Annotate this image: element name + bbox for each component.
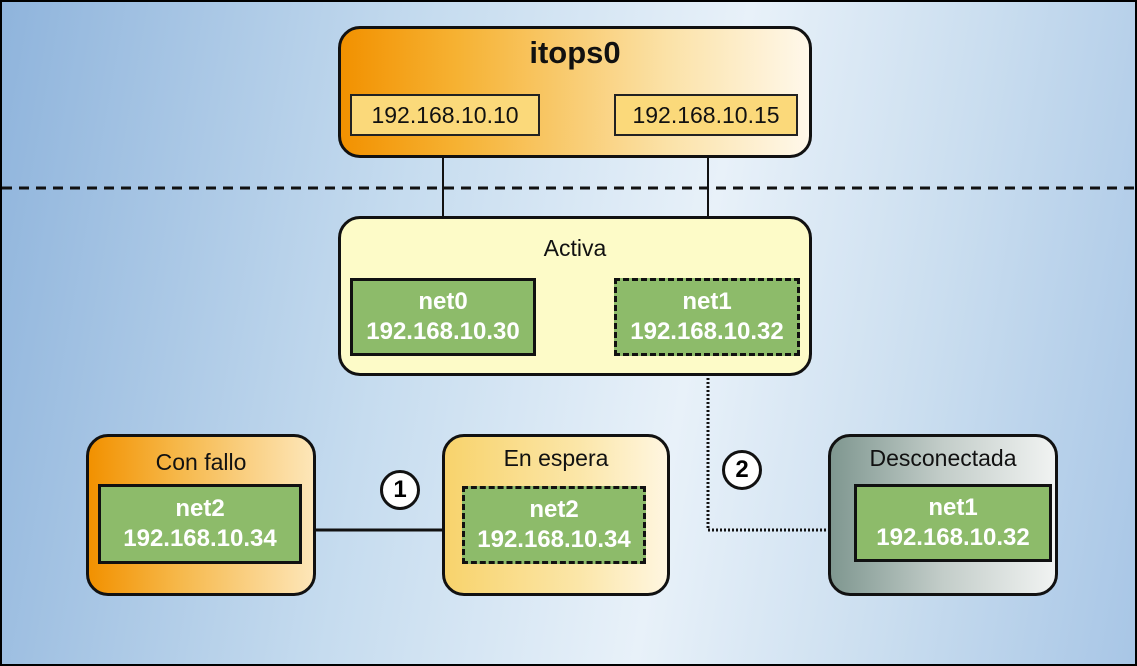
nic-name: net2 <box>529 496 579 523</box>
nic-ip: 192.168.10.32 <box>630 318 784 345</box>
nic-net1: net1 192.168.10.32 <box>614 278 800 356</box>
itops-title: itops0 <box>529 35 621 70</box>
step-2-marker: 2 <box>722 450 762 490</box>
nic-standby-net2: net2 192.168.10.34 <box>462 486 646 564</box>
nic-name: net1 <box>928 494 978 521</box>
failed-label: Con fallo <box>155 449 247 475</box>
nic-name: net2 <box>175 495 225 522</box>
nic-ip: 192.168.10.34 <box>123 525 277 552</box>
standby-label: En espera <box>503 445 609 471</box>
data-address-1: 192.168.10.10 <box>350 94 540 136</box>
nic-name: net1 <box>682 288 732 315</box>
nic-net0: net0 192.168.10.30 <box>350 278 536 356</box>
offline-label: Desconectada <box>869 445 1017 471</box>
nic-ip: 192.168.10.30 <box>366 318 520 345</box>
itops-group: itops0 <box>338 26 812 158</box>
active-label: Activa <box>543 235 607 261</box>
nic-ip: 192.168.10.34 <box>477 526 631 553</box>
data-address-2: 192.168.10.15 <box>614 94 798 136</box>
step-1-marker: 1 <box>380 470 420 510</box>
nic-name: net0 <box>418 288 468 315</box>
nic-ip: 192.168.10.32 <box>876 524 1030 551</box>
nic-offline-net1: net1 192.168.10.32 <box>854 484 1052 562</box>
offline-dotted-line <box>706 358 840 532</box>
nic-failed-net2: net2 192.168.10.34 <box>98 484 302 564</box>
